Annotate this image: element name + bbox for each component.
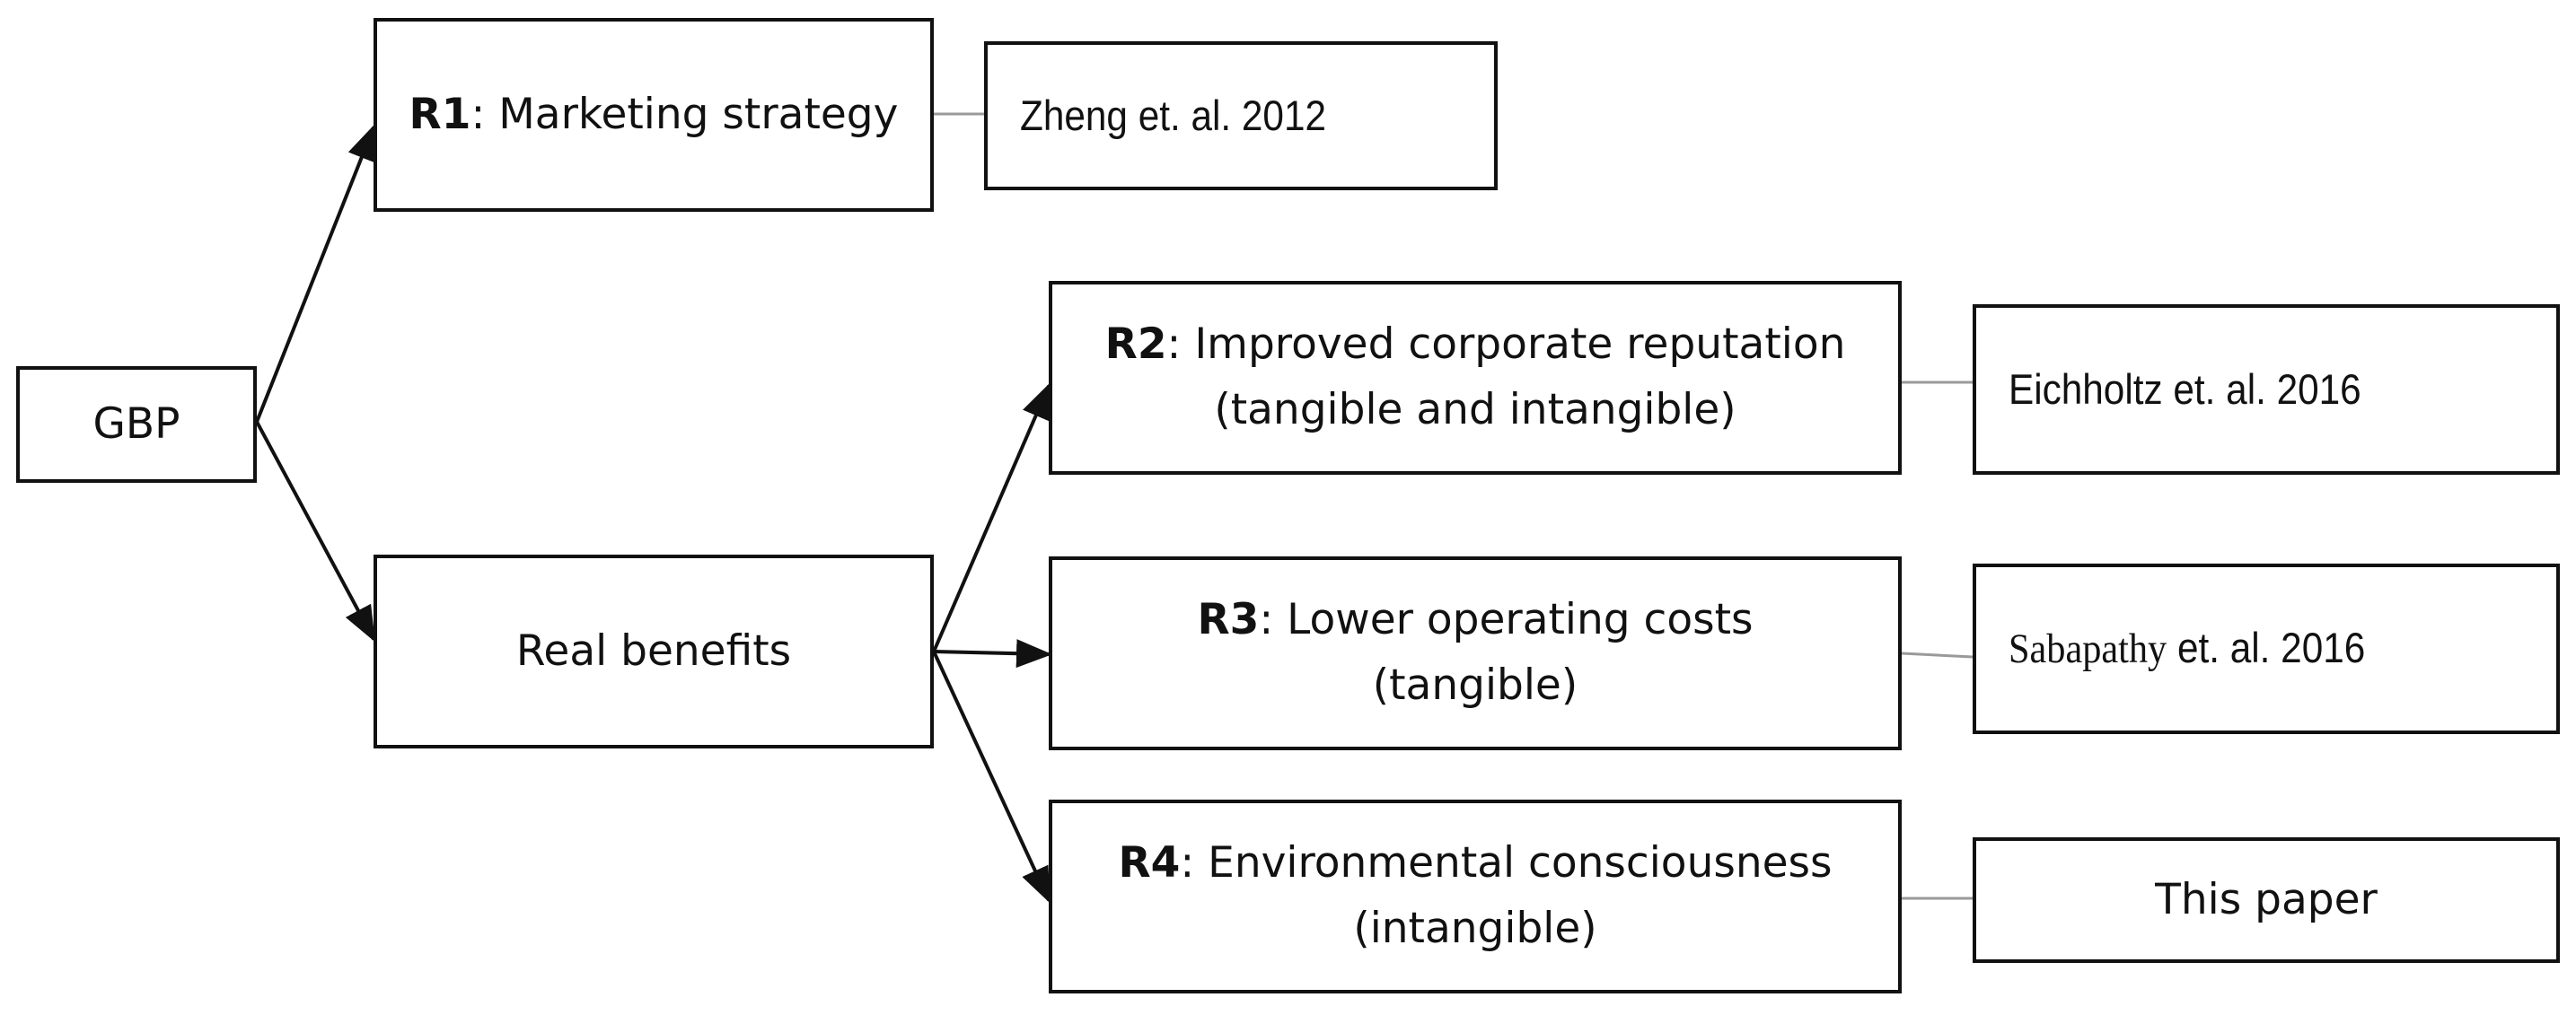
- real-benefits-node: Real benefits: [374, 555, 934, 748]
- r3-reference-text: Sabapathy et. al. 2016: [2009, 616, 2365, 682]
- arrow-gbp-to-real-benefits: [255, 421, 375, 643]
- r2-label: R2: Improved corporate reputation (tangi…: [1105, 312, 1846, 443]
- r1-code: R1: [409, 89, 471, 139]
- r2-reference-text: Eichholtz et. al. 2016: [2009, 364, 2361, 413]
- r1-node: R1: Marketing strategy: [374, 18, 934, 212]
- r3-subtitle: (tangible): [1372, 661, 1578, 710]
- r1-reference: Zheng et. al. 2012: [984, 41, 1498, 190]
- r2-subtitle: (tangible and intangible): [1214, 385, 1736, 434]
- r1-reference-text: Zheng et. al. 2012: [1020, 91, 1327, 139]
- r3-node: R3: Lower operating costs (tangible): [1049, 556, 1902, 750]
- arrow-real-benefits-to-r3: [933, 639, 1052, 669]
- r3-reference-author: Sabapathy: [2009, 626, 2167, 673]
- r3-reference: Sabapathy et. al. 2016: [1973, 564, 2560, 734]
- r2-text: : Improved corporate reputation: [1166, 319, 1846, 370]
- r4-subtitle: (intangible): [1353, 904, 1597, 953]
- arrow-gbp-to-r1: [255, 124, 375, 423]
- r1-label: R1: Marketing strategy: [409, 83, 899, 148]
- r4-node: R4: Environmental consciousness (intangi…: [1049, 800, 1902, 993]
- r4-text: : Environmental consciousness: [1180, 838, 1833, 888]
- r3-label: R3: Lower operating costs (tangible): [1197, 588, 1753, 719]
- r1-text: : Marketing strategy: [470, 89, 899, 139]
- r3-text: : Lower operating costs: [1259, 595, 1754, 645]
- r4-reference: This paper: [1973, 837, 2560, 963]
- gbp-node: GBP: [16, 366, 257, 483]
- r3-code: R3: [1197, 595, 1260, 645]
- r2-code: R2: [1104, 319, 1167, 370]
- r2-reference: Eichholtz et. al. 2016: [1973, 304, 2560, 475]
- r3-reference-rest: et. al. 2016: [2167, 624, 2366, 672]
- gbp-label: GBP: [92, 398, 180, 449]
- arrow-real-benefits-to-r4: [932, 651, 1051, 904]
- r2-node: R2: Improved corporate reputation (tangi…: [1049, 281, 1902, 475]
- real-benefits-label: Real benefits: [515, 626, 792, 676]
- link-r3-to-reference: [1901, 652, 1974, 659]
- arrow-real-benefits-to-r2: [932, 382, 1051, 652]
- r4-label: R4: Environmental consciousness (intangi…: [1118, 831, 1832, 962]
- r4-reference-text: This paper: [2155, 874, 2378, 924]
- r4-code: R4: [1118, 838, 1181, 888]
